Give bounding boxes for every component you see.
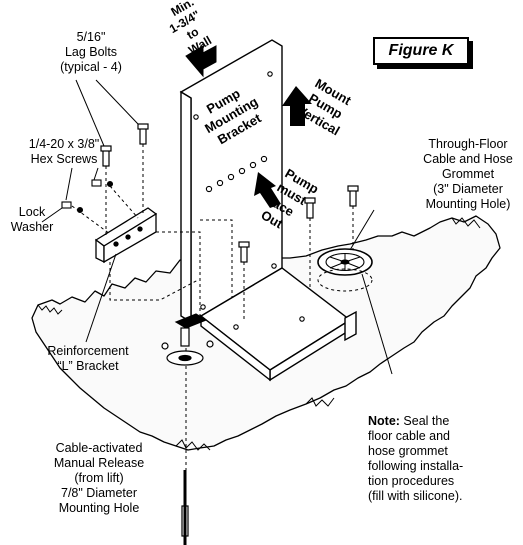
hex-screws	[61, 179, 114, 214]
manual-release-line-2: Manual Release	[53, 456, 145, 470]
grommet-line-4: (3" Diameter	[433, 182, 503, 196]
reinforcement-line-2: “L” Bracket	[57, 359, 119, 373]
floor-grommet	[317, 248, 373, 292]
manual-release-line-5: Mounting Hole	[58, 501, 140, 515]
note-line-6: (fill with silicone).	[368, 489, 463, 503]
vertical-arrow: Mount Pump Vertical	[282, 76, 354, 138]
wall-arrow-icon	[185, 45, 217, 78]
pump-mounting-bracket	[179, 39, 357, 382]
note-line-3: hose grommet	[368, 444, 448, 458]
hex-screws-line-2: Hex Screws	[30, 152, 98, 166]
manual-release	[161, 313, 214, 545]
note-line-5: tion procedures	[368, 474, 455, 488]
lock-washer-label: Lock Washer	[6, 205, 58, 235]
lock-washer-line-1: Lock	[18, 205, 46, 219]
reinforcement-label: Reinforcement “L” Bracket	[38, 344, 138, 374]
grommet-line-1: Through-Floor	[428, 137, 508, 151]
reinforcement-l-bracket	[94, 207, 158, 264]
manual-release-line-4: 7/8" Diameter	[61, 486, 137, 500]
note-label: Note: Seal the floor cable and hose grom…	[368, 414, 520, 504]
manual-release-label: Cable-activated Manual Release (from lif…	[44, 441, 154, 516]
grommet-line-3: Grommet	[441, 167, 495, 181]
down-arrow-icon	[254, 172, 281, 208]
note-text-1: Seal the	[399, 414, 450, 428]
lag-bolts-line-3: (typical - 4)	[60, 60, 122, 74]
note-line-4: following installa-	[368, 459, 464, 473]
leader-lines	[41, 79, 393, 375]
lag-bolts-line-2: Lag Bolts	[64, 45, 118, 59]
manual-release-line-1: Cable-activated	[55, 441, 143, 455]
note-line-1: Note: Seal the	[368, 414, 520, 429]
grommet-label: Through-Floor Cable and Hose Grommet (3"…	[416, 137, 520, 212]
hex-screws-line-1: 1/4-20 x 3/8"	[28, 137, 100, 151]
bracket-holes	[193, 71, 305, 330]
lag-bolts-label: 5/16" Lag Bolts (typical - 4)	[46, 30, 136, 75]
up-arrow-icon	[282, 86, 312, 126]
note-line-2: floor cable and	[368, 429, 451, 443]
lag-bolts-line-1: 5/16"	[76, 30, 106, 44]
wall-arrow: Min. 1-3/4" to Wall	[167, 0, 217, 78]
reinforcement-line-1: Reinforcement	[47, 344, 129, 358]
figure-label: Figure K	[373, 37, 469, 65]
bracket-text: Pump Mounting Bracket	[202, 86, 264, 148]
grommet-line-5: Mounting Hole)	[425, 197, 511, 211]
grommet-line-2: Cable and Hose	[423, 152, 513, 166]
note-title: Note:	[368, 414, 400, 428]
hex-screws-label: 1/4-20 x 3/8" Hex Screws	[14, 137, 114, 167]
lock-washer-line-2: Washer	[10, 220, 54, 234]
manual-release-line-3: (from lift)	[74, 471, 124, 485]
